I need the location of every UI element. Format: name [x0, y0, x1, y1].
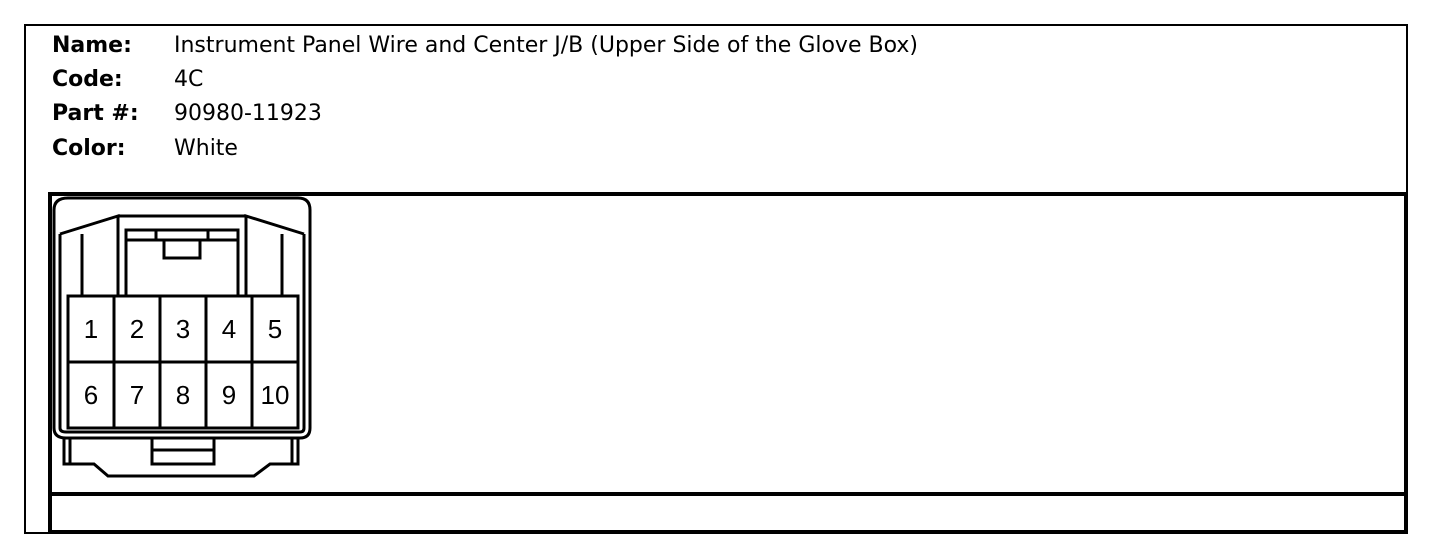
part-number-label: Part #: [52, 101, 139, 126]
pin-4-label: 4 [222, 314, 236, 344]
right-shoulder [244, 213, 305, 296]
part-number-value: 90980-11923 [174, 101, 322, 126]
pin-2-label: 2 [130, 314, 144, 344]
color-label: Color: [52, 136, 126, 161]
color-value: White [174, 136, 238, 161]
code-value: 4C [174, 67, 204, 92]
name-value: Instrument Panel Wire and Center J/B (Up… [174, 33, 918, 58]
pin-8-label: 8 [176, 380, 190, 410]
bottom-foot [62, 438, 300, 478]
pin-7-label: 7 [130, 380, 144, 410]
name-label: Name: [52, 33, 132, 58]
pin-5-label: 5 [268, 314, 282, 344]
pin-9-label: 9 [222, 380, 236, 410]
pin-3-label: 3 [176, 314, 190, 344]
left-shoulder [59, 213, 120, 296]
footer-divider [48, 492, 1408, 496]
connector-face-diagram: 1 2 3 4 5 6 7 8 9 10 [52, 196, 312, 478]
pin-6-label: 6 [84, 380, 98, 410]
housing-inner-outline [58, 296, 306, 434]
code-label: Code: [52, 67, 123, 92]
pin-1-label: 1 [84, 314, 98, 344]
pin-10-label: 10 [261, 380, 290, 410]
connector-diagram-box [48, 192, 1408, 534]
housing-outline [52, 196, 312, 440]
